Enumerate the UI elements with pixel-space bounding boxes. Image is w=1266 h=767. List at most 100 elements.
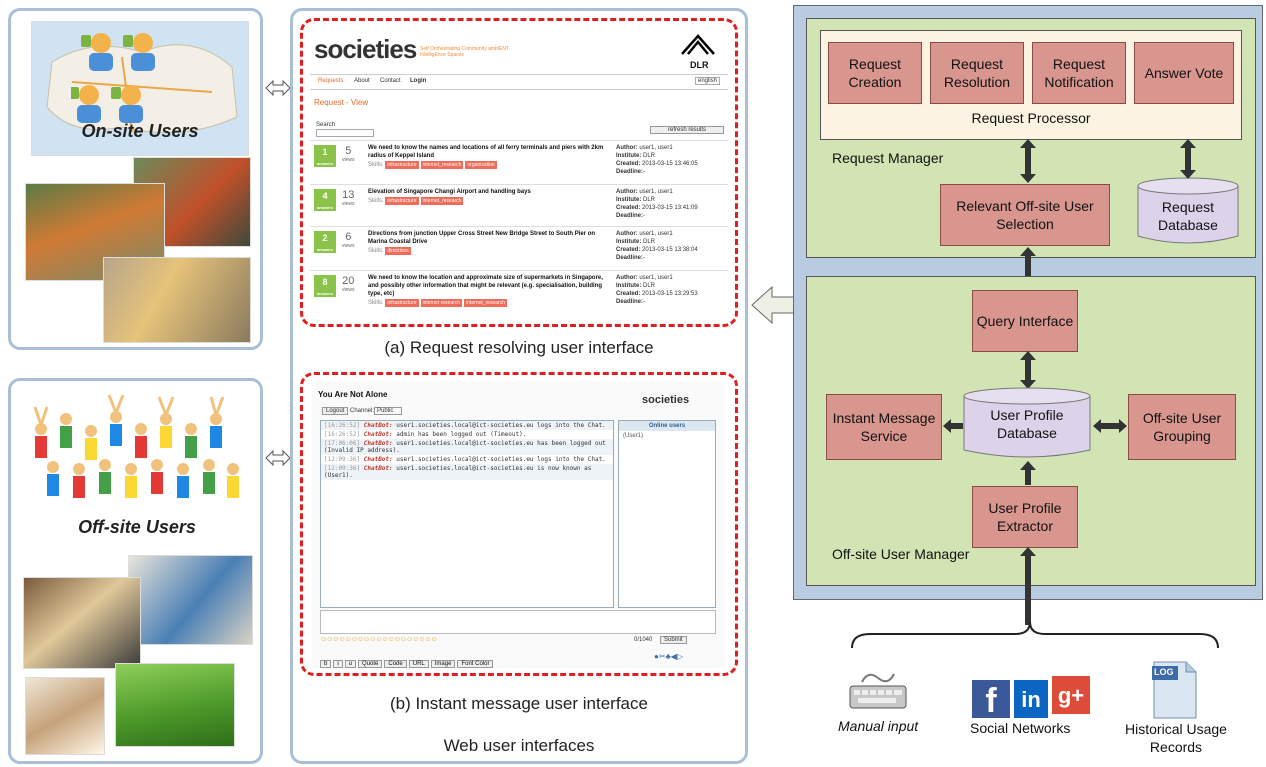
- nav-contact[interactable]: Contact: [380, 78, 401, 84]
- offsite-users-panel: Off-site Users: [8, 378, 263, 764]
- offsite-users-label: Off-site Users: [78, 517, 196, 537]
- offsite-crowd-icon: [33, 394, 239, 498]
- request-title[interactable]: We need to know the names and locations …: [368, 145, 604, 159]
- search-label: Search: [316, 122, 336, 128]
- format-button[interactable]: i: [333, 660, 343, 668]
- format-button[interactable]: URL: [408, 660, 429, 668]
- chat-message: [17:06:06] ChatBot: user1.societies.loca…: [321, 439, 613, 455]
- format-button[interactable]: Code: [384, 660, 407, 668]
- search-input[interactable]: [316, 129, 374, 137]
- logout-button[interactable]: Logout: [322, 407, 349, 415]
- manual-input-label: Manual input: [838, 718, 919, 734]
- caption-a: (a) Request resolving user interface: [384, 338, 654, 357]
- format-button[interactable]: u: [344, 660, 357, 668]
- instant-message-box: Instant Message Service: [826, 394, 942, 460]
- woman-at-computer-photo: [23, 577, 141, 669]
- nav-login[interactable]: Login: [410, 78, 427, 84]
- logo-subtitle: Self Orchestrating Community ambiENT Int…: [420, 46, 509, 58]
- request-title[interactable]: Elevation of Singapore Changi Airport an…: [368, 189, 531, 195]
- request-ui-frame: [300, 18, 738, 327]
- facebook-icon: f: [972, 680, 1010, 720]
- query-interface-box: Query Interface: [972, 290, 1078, 352]
- skill-tag[interactable]: organisation: [465, 161, 497, 169]
- format-button[interactable]: Font Color: [457, 660, 494, 668]
- refresh-button[interactable]: refresh results: [650, 126, 724, 134]
- request-manager-label: Request Manager: [832, 150, 944, 166]
- skill-tag[interactable]: directions: [385, 247, 411, 255]
- online-users-title: Online users: [619, 421, 715, 431]
- user-profile-db-label: User Profile Database: [990, 407, 1064, 441]
- answer-vote-box: Answer Vote: [1134, 42, 1234, 104]
- channel-select[interactable]: Public: [374, 407, 403, 415]
- request-notification-box: Request Notification: [1032, 42, 1126, 104]
- relevant-selection-box: Relevant Off-site User Selection: [940, 184, 1110, 246]
- profile-extractor-box: User Profile Extractor: [972, 486, 1078, 548]
- skills-row: Skills: directions: [368, 247, 411, 255]
- request-title[interactable]: We need to know the location and approxi…: [368, 275, 603, 297]
- char-counter: 0/1040: [634, 637, 653, 643]
- nav-about[interactable]: About: [354, 78, 370, 84]
- submit-button[interactable]: Submit: [660, 636, 687, 644]
- skill-tag[interactable]: internet_research: [420, 197, 464, 205]
- skill-tag[interactable]: internet_research: [420, 161, 464, 169]
- processor-selection-arrow-icon: [1020, 139, 1036, 183]
- googleplus-icon: g+: [1052, 676, 1090, 714]
- historical-records-label: Historical Usage Records: [1125, 721, 1227, 755]
- request-processor-label: Request Processor: [971, 110, 1091, 126]
- linkedin-icon: in: [1014, 680, 1048, 718]
- chat-logo: societies: [642, 394, 690, 406]
- online-user-item[interactable]: (User1): [623, 433, 644, 439]
- format-button[interactable]: b: [320, 660, 332, 668]
- dlr-logo-icon: [681, 34, 715, 55]
- skill-tag[interactable]: infrastructure: [385, 299, 419, 307]
- chat-log: [16:26:52] ChatBot: user1.societies.loca…: [320, 420, 614, 608]
- chat-message: [16:26:52] ChatBot: admin has been logge…: [321, 430, 613, 439]
- sources-brace-icon: [851, 621, 1219, 649]
- system-to-ui-arrow-icon: [751, 285, 795, 325]
- offsite-manager-label: Off-site User Manager: [832, 546, 970, 562]
- language-select[interactable]: english: [695, 77, 721, 85]
- social-networks-label: Social Networks: [970, 720, 1071, 736]
- query-profile-arrow-icon: [1020, 351, 1036, 389]
- message-input[interactable]: [320, 610, 716, 634]
- extractor-to-db-arrow-icon: [1020, 461, 1036, 485]
- user-profile-db-cylinder-icon: [963, 387, 1091, 458]
- skill-tag[interactable]: internet_research: [464, 299, 507, 307]
- request-database-label: Request Database: [1158, 199, 1218, 233]
- sources-input-arrow-icon: [1020, 547, 1036, 625]
- chat-title: You Are Not Alone: [318, 390, 388, 399]
- chat-message: [16:26:52] ChatBot: user1.societies.loca…: [321, 421, 613, 430]
- offsite-double-arrow-icon: [265, 450, 291, 466]
- chat-settings-icons[interactable]: ●✂♣◀▷: [654, 652, 684, 661]
- skill-tag[interactable]: infrastructure: [385, 161, 419, 169]
- format-button[interactable]: Quote: [358, 660, 383, 668]
- emoticon-bar-icon[interactable]: ☺☺☺☺☺☺☺☺☺☺☺☺☺☺☺☺☺☺☺: [320, 636, 438, 643]
- chat-message: [12:09:36] ChatBot: user1.societies.loca…: [321, 455, 613, 464]
- format-button[interactable]: Image: [430, 660, 456, 668]
- request-title[interactable]: Directions from junction Upper Cross Str…: [368, 231, 596, 245]
- view-title: Request - View: [314, 98, 369, 107]
- processor-database-arrow-icon: [1180, 139, 1196, 179]
- nav-requests[interactable]: Requests: [318, 78, 344, 84]
- request-creation-box: Request Creation: [828, 42, 922, 104]
- societies-logo: societies: [314, 34, 417, 64]
- db-to-message-arrow-icon: [943, 419, 963, 433]
- skill-tag[interactable]: infrastructure: [385, 197, 419, 205]
- skill-tag[interactable]: internet research: [420, 299, 463, 307]
